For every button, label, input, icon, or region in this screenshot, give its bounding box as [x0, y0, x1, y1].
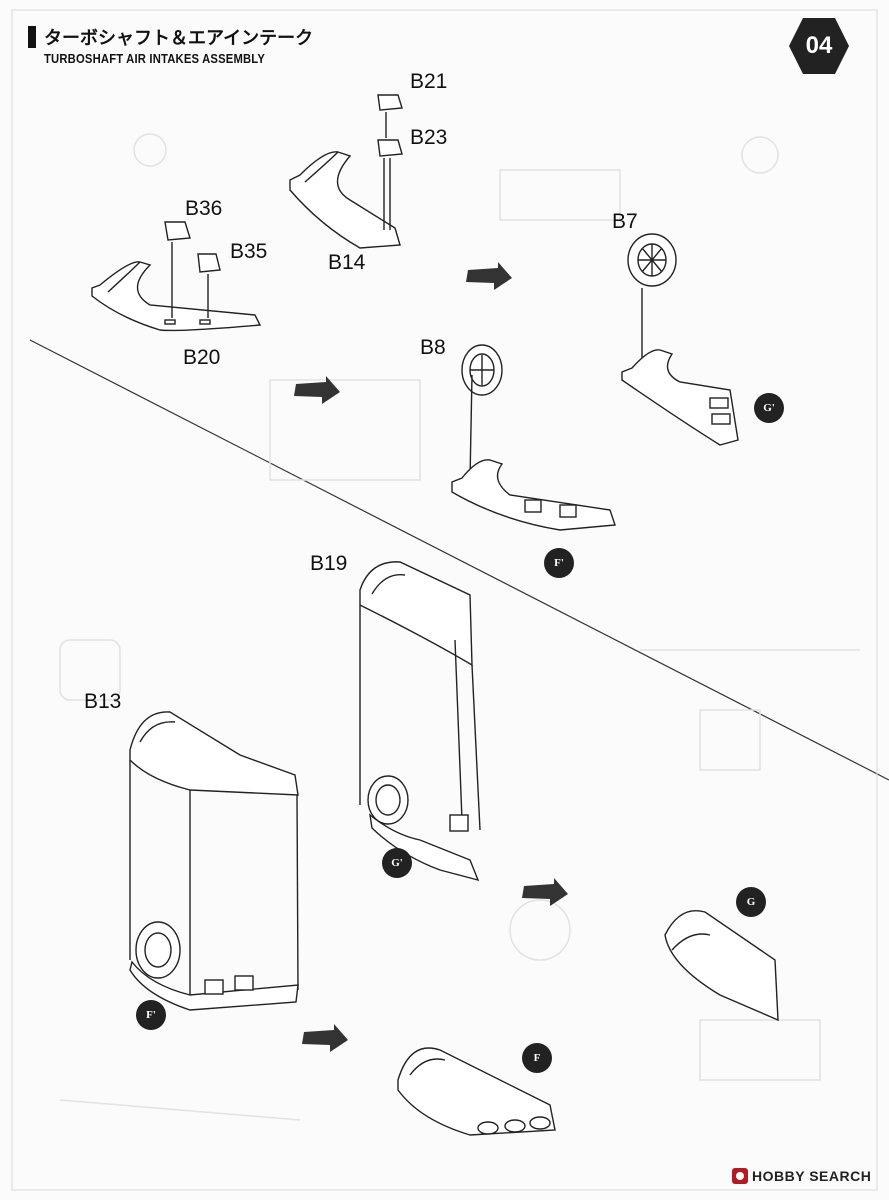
page-fold-line [29, 339, 889, 781]
label-b20: B20 [183, 346, 221, 369]
direction-arrows [294, 262, 568, 1052]
label-b21: B21 [410, 70, 448, 93]
b19-assembly [359, 561, 481, 882]
label-b13: B13 [84, 690, 122, 713]
marker-f-prime-mid: F' [544, 548, 574, 578]
step-number: 04 [805, 32, 833, 59]
title-japanese: ターボシャフト＆エアインテーク [44, 28, 314, 48]
label-b35: B35 [230, 240, 268, 263]
label-b23: B23 [410, 126, 448, 149]
marker-f-prime-bottom: F' [136, 1000, 166, 1030]
b13-assembly [129, 711, 299, 1011]
label-b36: B36 [185, 197, 223, 220]
f-final-part [397, 1047, 556, 1136]
label-b7: B7 [612, 210, 638, 233]
show-through-ghost [59, 133, 860, 1121]
marker-g-prime-top: G' [754, 393, 784, 423]
marker-f: F [522, 1043, 552, 1073]
step-number-badge: 04 [788, 17, 850, 75]
header-bar [28, 26, 36, 48]
label-b14: B14 [328, 251, 366, 274]
hobby-search-logo-icon [732, 1167, 748, 1184]
marker-g: G [736, 887, 766, 917]
title-english: TURBOSHAFT AIR INTAKES ASSEMBLY [44, 52, 266, 66]
hobby-search-watermark: HOBBY SEARCH [728, 1167, 871, 1189]
label-b8: B8 [420, 336, 446, 359]
b20-assembly [91, 221, 262, 332]
watermark-text: HOBBY SEARCH [752, 1167, 872, 1184]
label-b19: B19 [310, 552, 348, 575]
g-final-part [664, 910, 779, 1022]
b8-assembly [451, 344, 616, 531]
marker-g-prime-mid: G' [382, 848, 412, 878]
b7-assembly [621, 233, 739, 446]
hexagon-icon [789, 18, 849, 74]
b14-assembly [289, 94, 403, 249]
